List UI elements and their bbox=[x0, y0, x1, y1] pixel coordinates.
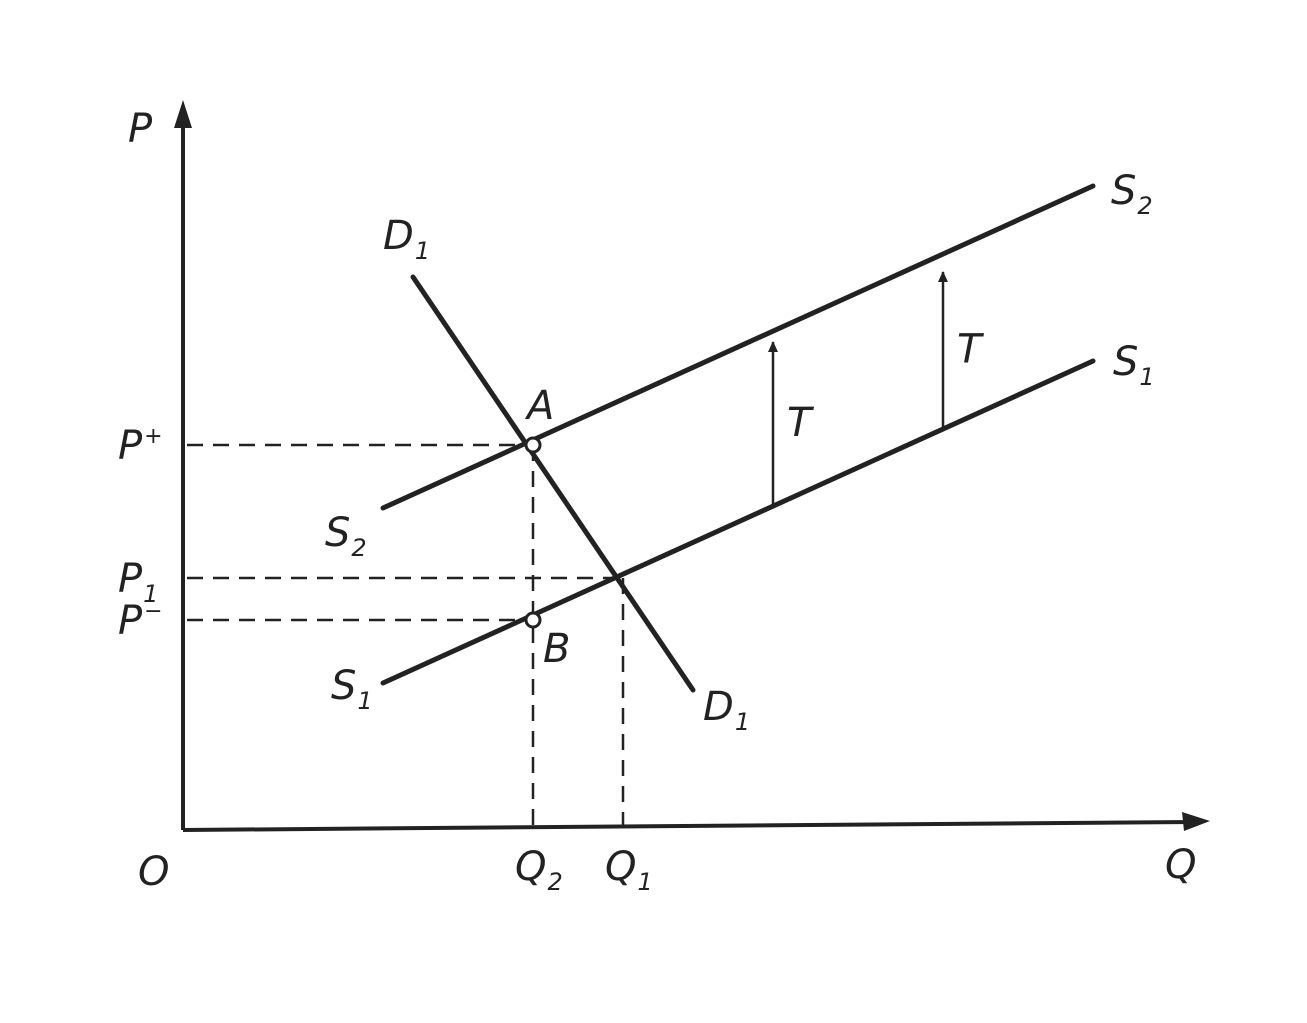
curve-demand bbox=[410, 274, 696, 693]
point-label-B: B bbox=[543, 626, 570, 672]
curve-supply2 bbox=[380, 183, 1096, 511]
guide-lines bbox=[187, 443, 625, 826]
points bbox=[524, 436, 542, 629]
curve-label-start-supply1: S1 bbox=[331, 663, 373, 715]
point-A bbox=[524, 436, 542, 454]
y-tick-label-1: P1 bbox=[118, 556, 158, 608]
curve-label-start-supply2: S2 bbox=[325, 510, 367, 562]
origin-label: O bbox=[138, 849, 169, 895]
tax-arrows bbox=[768, 271, 948, 508]
tax-arrow-label-1: T bbox=[957, 327, 985, 373]
y-axis-arrowhead bbox=[174, 100, 192, 128]
tax-arrow-label-0: T bbox=[787, 400, 815, 446]
y-axis-label: P bbox=[128, 106, 153, 152]
curve-label-end-demand: D1 bbox=[703, 684, 750, 736]
x-axis-line bbox=[182, 820, 1196, 832]
point-label-A: A bbox=[524, 383, 554, 429]
curve-label-start-demand: D1 bbox=[383, 213, 430, 265]
axes bbox=[174, 100, 1210, 832]
point-B bbox=[524, 611, 542, 629]
curve-label-end-supply1: S1 bbox=[1113, 339, 1155, 391]
y-tick-label-0: P+ bbox=[118, 423, 163, 469]
x-tick-label-4: Q1 bbox=[605, 844, 653, 896]
x-axis-label: Q bbox=[1165, 842, 1196, 888]
x-axis-arrowhead bbox=[1182, 812, 1210, 831]
curve-label-end-supply2: S2 bbox=[1111, 168, 1153, 220]
x-tick-label-3: Q2 bbox=[515, 844, 563, 896]
y-tick-label-2: P− bbox=[118, 598, 163, 644]
curves bbox=[380, 183, 1096, 693]
curve-supply1 bbox=[380, 358, 1096, 686]
